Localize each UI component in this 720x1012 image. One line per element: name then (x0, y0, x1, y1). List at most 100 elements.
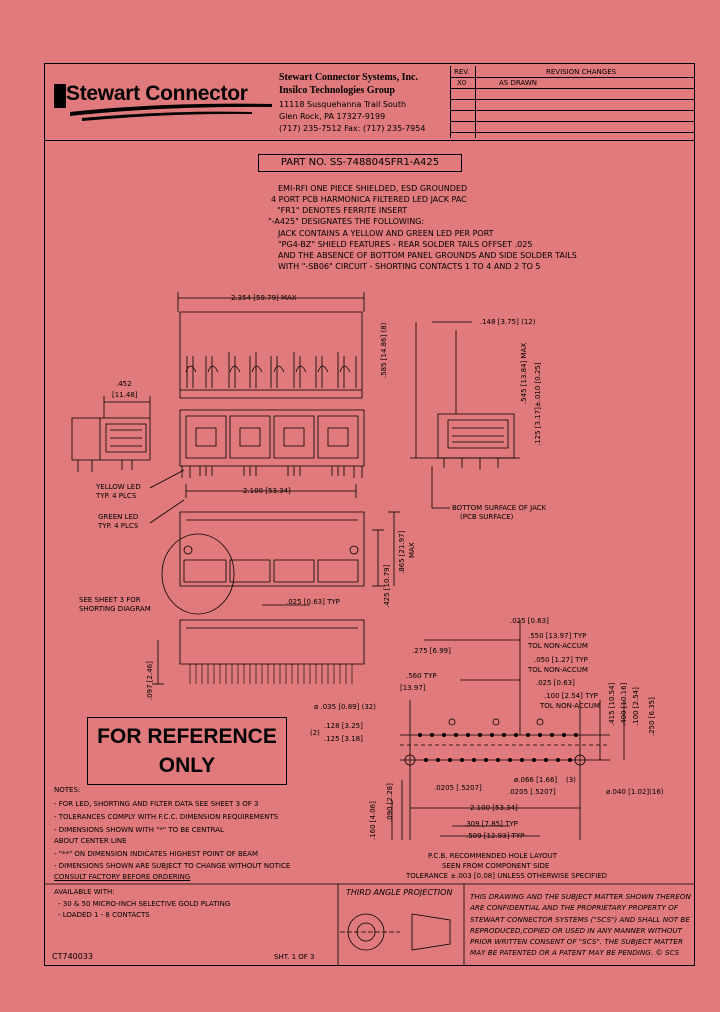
description-line: "FR1" DENOTES FERRITE INSERT (277, 206, 408, 215)
company-name: Stewart Connector Systems, Inc. (279, 72, 418, 83)
legal-notice: THIS DRAWING AND THE SUBJECT MATTER SHOW… (470, 891, 691, 959)
dim-overall-width: 2.354 [59.79] MAX (231, 294, 297, 302)
dim-height-b: .545 [13.84] MAX (520, 342, 528, 404)
logo-swoosh-icon (54, 84, 272, 121)
pcb-dim-100: .100 [2.54] TYP (544, 692, 598, 700)
pcb-dim-550: .550 [13.97] TYP (528, 632, 587, 640)
reference-line-2: ONLY (158, 754, 216, 777)
dim-front-height-c: .425 [10.79] (383, 564, 391, 608)
notes-title: NOTES: (54, 786, 81, 794)
legal-line: THIS DRAWING AND THE SUBJECT MATTER SHOW… (470, 892, 691, 901)
description-line: 4 PORT PCB HARMONICA FILTERED LED JACK P… (271, 195, 467, 204)
pcb-caption-3: TOLERANCE ±.003 [0.08] UNLESS OTHERWISE … (406, 872, 608, 880)
pcb-caption-2: SEEN FROM COMPONENT SIDE (442, 862, 550, 870)
pcb-dim-025b: .025 [0.63] (536, 679, 575, 687)
dim-front-height-a: .865 [21.97] (398, 530, 406, 574)
reference-stamp: FOR REFERENCE ONLY (87, 717, 287, 785)
revision-row-line (451, 132, 694, 133)
legal-line: STEWART CONNECTOR SYSTEMS ("SCS") AND SH… (470, 914, 690, 924)
pcb-dim-415: .415 [10.54] (608, 682, 616, 726)
revision-table: REV. REVISION CHANGES X0 AS DRAWN (450, 66, 694, 138)
revision-row-line (451, 77, 694, 78)
pcb-tol-3: TOL NON-ACCUM (540, 702, 600, 710)
legal-line: REPRODUCED,COPIED OR USED IN ANY MANNER … (470, 925, 683, 935)
revision-rev-value: X0 (457, 79, 467, 87)
dim-pcb-width: 2.100 [53.34] (243, 487, 291, 495)
description-line: WITH "-SB06" CIRCUIT - SHORTING CONTACTS… (278, 262, 541, 271)
dim-side-depth-a: .452 (116, 380, 132, 388)
revision-row-line (451, 121, 694, 122)
pcb-dim-250: .250 [6.35] (648, 697, 656, 736)
revision-column-divider (475, 66, 476, 138)
label-see-sheet-a: SEE SHEET 3 FOR (79, 596, 141, 604)
pcb-dim-560b: [13.97] (400, 684, 426, 692)
label-green-led: GREEN LED (98, 513, 139, 521)
note-item: - DIMENSIONS SHOWN WITH "*" TO BE CENTRA… (54, 826, 224, 834)
description-line: AND THE ABSENCE OF BOTTOM PANEL GROUNDS … (278, 251, 577, 260)
pcb-dim-066: ø.066 [1.66] (514, 776, 558, 784)
description-line: "PG4-BZ" SHIELD FEATURES - REAR SOLDER T… (278, 240, 533, 249)
note-item: CONSULT FACTORY BEFORE ORDERING (54, 873, 191, 881)
company-group: Insilco Technologies Group (279, 85, 395, 96)
pcb-dim-560a: .560 TYP (406, 672, 437, 680)
company-phone: (717) 235-7512 Fax: (717) 235-7954 (279, 124, 426, 133)
part-number: PART NO. SS-748804SFR1-A425 (258, 154, 462, 172)
pcb-tol-2: TOL NON-ACCUM (528, 666, 588, 674)
drawing-number: CT740033 (52, 952, 94, 961)
note-item: - TOLERANCES COMPLY WITH F.C.C. DIMENSIO… (54, 813, 279, 821)
pcb-dim-509: .509 [12.93] TYP (466, 832, 525, 840)
pcb-dim-090: .090 [2.28] (386, 783, 394, 822)
pcb-dim-066-count: (3) (566, 776, 576, 784)
pcb-hole-128b: .125 [3.18] (324, 735, 363, 743)
revision-row-line (451, 99, 694, 100)
pcb-dim-050: .050 [1.27] TYP (534, 656, 588, 664)
pcb-dim-025: .025 [0.63] (510, 617, 549, 625)
drawing-frame (44, 63, 695, 966)
legal-line: MAY BE PATENTED OR A PATENT MAY BE PENDI… (470, 948, 680, 958)
available-title: AVAILABLE WITH: (54, 888, 115, 896)
pcb-caption-1: P.C.B. RECOMMENDED HOLE LAYOUT (428, 852, 558, 860)
label-bottom-surface-b: (PCB SURFACE) (460, 513, 514, 521)
pcb-dim-2100: 2.100 [53.34] (470, 804, 518, 812)
pcb-tol-1: TOL NON-ACCUM (528, 642, 588, 650)
revision-change-value: AS DRAWN (499, 79, 537, 87)
note-item: - FOR LED, SHORTING AND FILTER DATA SEE … (54, 800, 259, 808)
legal-line: PRIOR WRITTEN CONSENT OF "SCS". THE SUBJ… (470, 937, 683, 947)
pcb-dim-100b: .100 [2.54] (632, 687, 640, 726)
label-green-led-plcs: TYP. 4 PLCS (98, 522, 139, 530)
description-line: JACK CONTAINS A YELLOW AND GREEN LED PER… (278, 229, 494, 238)
logo-wordmark: Stewart Connector (66, 82, 248, 105)
note-item: - DIMENSIONS SHOWN ARE SUBJECT TO CHANGE… (54, 862, 291, 870)
pcb-hole-128-count: (2) (310, 729, 320, 737)
dim-height-a: .585 [14.86] (8) (380, 322, 388, 378)
pcb-dim-275: .275 [6.99] (412, 647, 451, 655)
pcb-hole-035: ø .035 [0.89] (32) (314, 703, 376, 711)
pcb-dim-400: .400 [10.16] (620, 682, 628, 726)
dim-front-height-b: MAX (408, 542, 416, 558)
legal-line: ARE CONFIDENTIAL AND THE PROPRIETARY PRO… (470, 903, 678, 913)
revision-row-line (451, 110, 694, 111)
note-item: ABOUT CENTER LINE (54, 837, 127, 845)
available-item: - LOADED 1 - 8 CONTACTS (58, 911, 150, 919)
label-yellow-led: YELLOW LED (96, 483, 141, 491)
pcb-hole-128a: .128 [3.25] (324, 722, 363, 730)
label-see-sheet-b: SHORTING DIAGRAM (79, 605, 151, 613)
dim-side-depth-b: [11.48] (112, 391, 138, 399)
pcb-dim-0205a: .0205 [.5207] (434, 784, 482, 792)
revision-col-changes: REVISION CHANGES (546, 68, 617, 76)
revision-col-rev: REV. (454, 68, 470, 76)
pcb-dim-040: ø.040 [1.02](16) (606, 788, 664, 796)
dim-tail-height: .097 [2.46] (146, 661, 154, 700)
description-line: "-A425" DESIGNATES THE FOLLOWING: (268, 217, 425, 226)
revision-row-line (451, 88, 694, 89)
note-item: - "**" ON DIMENSION INDICATES HIGHEST PO… (54, 850, 259, 858)
available-item: - 30 & 50 MICRO-INCH SELECTIVE GOLD PLAT… (58, 900, 231, 908)
dim-pitch-top: .148 [3.75] (12) (480, 318, 536, 326)
header-divider (44, 140, 695, 141)
dim-height-c: .125 [3.17]±.010 [0.25] (534, 362, 542, 446)
pcb-dim-0205b: .0205 [.5207] (508, 788, 556, 796)
label-yellow-led-plcs: TYP. 4 PLCS (96, 492, 137, 500)
sheet-number: SHT. 1 OF 3 (274, 953, 315, 961)
company-logo: Stewart Connector (52, 78, 274, 128)
